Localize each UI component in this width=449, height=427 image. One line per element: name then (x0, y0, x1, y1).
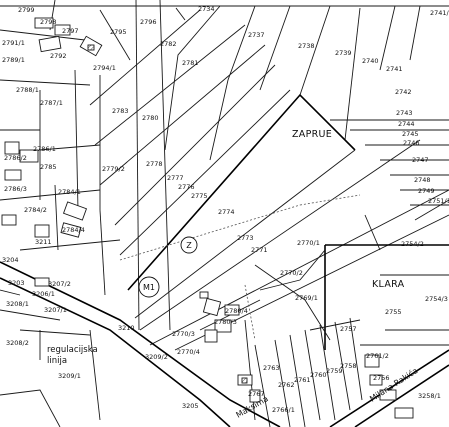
zone-m1-marker (138, 276, 160, 298)
parcel-label: 2788/1 (16, 86, 39, 94)
parcel-label: 2745 (402, 130, 419, 138)
parcel-label: 2763 (263, 364, 280, 372)
parcel-label: 2769/1 (295, 294, 318, 302)
parcel-label: 2758 (340, 362, 357, 370)
parcel-label: 3205 (182, 402, 199, 410)
parcel-label: 2795 (110, 28, 127, 36)
parcel-label: 2781 (182, 59, 199, 67)
zone-z-label: Z (186, 241, 192, 250)
parcel-label: 2782 (160, 40, 177, 48)
parcel-label: 2799 (18, 6, 35, 14)
parcel-label: 2789/1 (2, 56, 25, 64)
parcel-label: 2785 (40, 163, 57, 171)
parcel-label: 2792 (50, 52, 67, 60)
area-label-klara: KLARA (372, 279, 405, 290)
parcel-label: 2742 (395, 88, 412, 96)
parcel-label: 2761/2 (366, 352, 389, 360)
parcel-label: 3204 (2, 256, 19, 264)
parcel-label: 3206/1 (32, 290, 55, 298)
parcel-label: 2766/1 (272, 406, 295, 414)
parcel-label: 2770/3 (172, 330, 195, 338)
parcel-label: 2755 (385, 308, 402, 316)
parcel-label: 2797 (62, 27, 79, 35)
parcel-label: 2778 (146, 160, 163, 168)
parcel-label: 3209/2 (145, 353, 168, 361)
parcel-label: 2748 (414, 176, 431, 184)
parcel-label: 3208/1 (6, 300, 29, 308)
parcel-label: 2773 (237, 234, 254, 242)
parcel-label: 3211 (35, 238, 52, 246)
parcel-label: 2791/1 (2, 39, 25, 47)
parcel-label: 2740 (362, 57, 379, 65)
parcel-label: 2754/3 (425, 295, 448, 303)
parcel-label: 3207/1 (44, 306, 67, 314)
parcel-label: 2784/1 (58, 188, 81, 196)
parcel-label: 2794/1 (93, 64, 116, 72)
parcel-label: 2780 (142, 114, 159, 122)
parcel-label: 2739 (335, 49, 352, 57)
parcel-label: 2784/4 (62, 226, 85, 234)
parcel-label: 2776 (178, 183, 195, 191)
parcel-label: 2734 (198, 5, 215, 13)
parcel-label: 2777 (167, 174, 184, 182)
parcel-label: 2771 (251, 246, 268, 254)
parcel-label: 2760 (310, 371, 327, 379)
parcel-label: 2757 (340, 325, 357, 333)
parcel-label: 2796 (140, 18, 157, 26)
parcel-label: 2786/3 (4, 185, 27, 193)
parcel-label: 2749 (418, 187, 435, 195)
parcel-label: 2767 (248, 390, 265, 398)
parcel-label: 3208/2 (6, 339, 29, 347)
parcel-label: 2770/2 (280, 269, 303, 277)
parcel-label: 2780/4 (225, 307, 248, 315)
parcel-label: 3209/1 (58, 372, 81, 380)
parcel-label: 2798 (40, 18, 57, 26)
parcel-label: 2741 (386, 65, 403, 73)
parcel-label: 2770/4 (177, 348, 200, 356)
parcel-label: 2774 (218, 208, 235, 216)
parcel-label: 2787/1 (40, 99, 63, 107)
parcel-label: 2784/2 (24, 206, 47, 214)
parcel-label: 2741/2 (430, 9, 449, 17)
buildings (1, 17, 414, 419)
parcel-label: 2786/2 (4, 154, 27, 162)
note-line-2: linija (47, 356, 67, 366)
parcel-label: 3258/1 (418, 392, 441, 400)
note-line-1: regulacijska (47, 345, 98, 355)
parcel-label: 3207/2 (48, 280, 71, 288)
parcel-label: 2737 (248, 31, 265, 39)
parcel-label: 2770/1 (297, 239, 320, 247)
parcel-label: 2786/1 (33, 145, 56, 153)
parcel-label: 2762 (278, 381, 295, 389)
parcel-label: 2761 (294, 376, 311, 384)
parcel-label: 2744 (398, 120, 415, 128)
parcel-numbers: 2795 2796 2734 2782 2737 2738 2739 2740 … (2, 5, 449, 414)
parcel-label: 2746 (403, 139, 420, 147)
parcel-label: 2743 (396, 109, 413, 117)
parcel-label: 2759 (326, 367, 343, 375)
area-label-zaprue: ZAPRUE (292, 129, 332, 140)
map-symbols: Z M1 (138, 236, 198, 298)
parcel-label: 2780/3 (214, 318, 237, 326)
parcel-label: 2775 (191, 192, 208, 200)
parcel-label: 2738 (298, 42, 315, 50)
parcel-label: 2783 (112, 107, 129, 115)
zone-z-marker (180, 236, 198, 254)
zone-m1-label: M1 (143, 283, 155, 292)
parcel-label: 3210 (118, 324, 135, 332)
parcel-label: 2756 (373, 374, 390, 382)
parcel-label: 2747 (412, 156, 429, 164)
parcel-label: 3203 (8, 279, 25, 287)
parcel-label: 2751/1 (428, 197, 449, 205)
area-labels: ZAPRUE KLARA (292, 129, 405, 290)
parcel-label: 2779/2 (102, 165, 125, 173)
annotation-note: regulacijska linija (47, 345, 98, 366)
parcel-label: 2754/2 (401, 240, 424, 248)
